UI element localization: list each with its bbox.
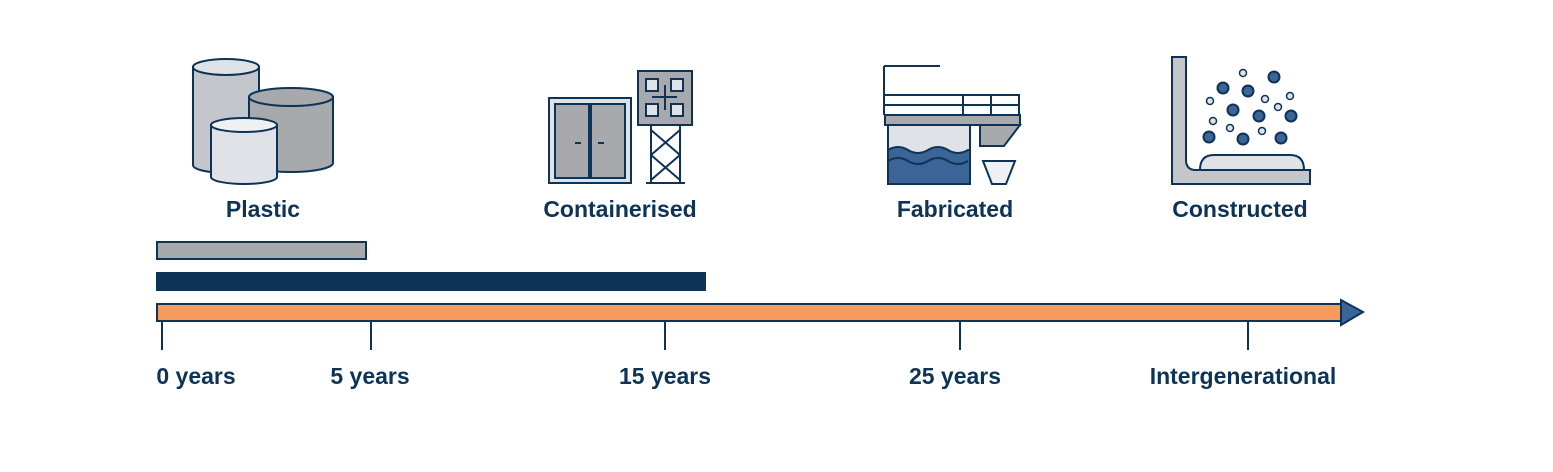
- tick-label-0-years: 0 years: [156, 363, 236, 389]
- timeline-ticks: [161, 321, 1249, 350]
- plastic-lifespan-bar: [156, 241, 367, 260]
- tick-label-15-years: 15 years: [618, 363, 712, 389]
- tick-label-intergenerational: Intergenerational: [1149, 363, 1337, 389]
- fabricated-tank-icon: [883, 65, 1023, 185]
- container-unit-icon: [548, 70, 693, 184]
- plastic-tanks-icon: [192, 58, 334, 185]
- label-fabricated: Fabricated: [896, 196, 1014, 222]
- label-constructed: Constructed: [1172, 196, 1308, 222]
- timeline-arrow-bar: [156, 303, 1343, 322]
- tick-label-5-years: 5 years: [330, 363, 410, 389]
- label-plastic: Plastic: [225, 196, 301, 222]
- containerised-lifespan-bar: [156, 272, 706, 291]
- label-containerised: Containerised: [543, 196, 697, 222]
- tick-label-25-years: 25 years: [908, 363, 1002, 389]
- timeline-arrowhead: [1340, 298, 1366, 327]
- constructed-basin-icon: [1171, 56, 1311, 185]
